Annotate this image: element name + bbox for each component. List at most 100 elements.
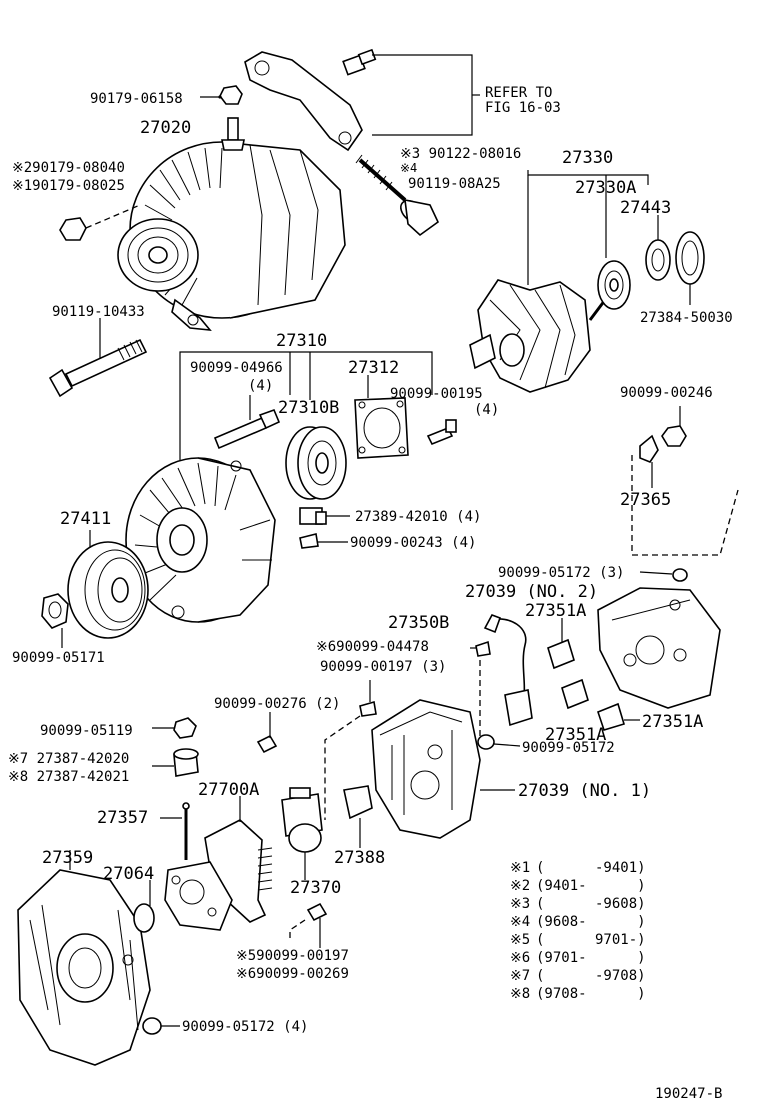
nut-90099-05119 bbox=[152, 717, 197, 739]
rectifier-27064 bbox=[164, 861, 233, 931]
legend-range-5: ( 9701-) bbox=[536, 932, 646, 948]
label-27351a-2: 27351A bbox=[545, 725, 606, 745]
legend-mark-2: ※2 bbox=[510, 878, 530, 894]
figure-id: 190247-B bbox=[655, 1086, 722, 1102]
terminal-27357 bbox=[160, 802, 190, 860]
screw-90099-04478 bbox=[470, 640, 491, 657]
legend-range-2: (9401- ) bbox=[536, 878, 646, 894]
bolt-top bbox=[342, 48, 377, 76]
plate-27312 bbox=[354, 375, 409, 459]
bearing-27330a bbox=[597, 260, 631, 310]
legend-mark-5: ※5 bbox=[510, 932, 530, 948]
label-27330: 27330 bbox=[562, 148, 613, 168]
label-90179-08040: ※290179-08040 bbox=[12, 160, 125, 176]
nut-90099-05172 bbox=[477, 734, 521, 750]
nut-90099-05172-3 bbox=[639, 568, 688, 582]
legend-range-4: (9608- ) bbox=[536, 914, 646, 930]
bush-27351a-1 bbox=[547, 618, 575, 670]
label-27389-42010: 27389-42010 (4) bbox=[355, 509, 481, 525]
label-90099-00195: 90099-00195 bbox=[390, 386, 483, 402]
connector-27370 bbox=[281, 787, 323, 880]
screw-90099-00197-00269 bbox=[289, 902, 328, 948]
label-90099-05172-3: 90099-05172 (3) bbox=[498, 565, 624, 581]
label-90099-00269: ※690099-00269 bbox=[236, 966, 349, 982]
bush-27351a-3 bbox=[597, 702, 640, 731]
clip-27388 bbox=[343, 785, 373, 848]
label-90099-05172: 90099-05172 bbox=[522, 740, 615, 756]
label-27370: 27370 bbox=[290, 878, 341, 898]
label-27039-no1: 27039 (NO. 1) bbox=[518, 781, 651, 801]
nut-90099-00246 bbox=[661, 406, 687, 447]
insulator-27365 bbox=[639, 434, 659, 488]
bolt-90119-10433 bbox=[48, 318, 148, 398]
label-90099-05171: 90099-05171 bbox=[12, 650, 105, 666]
rear-frame-27039-no1 bbox=[371, 699, 515, 839]
label-27064: 27064 bbox=[103, 864, 154, 884]
nut-left bbox=[59, 204, 141, 241]
pulley-27411 bbox=[67, 530, 149, 639]
bolt-90099-04966 bbox=[213, 395, 281, 450]
label-refer-to: REFER TO bbox=[485, 85, 552, 101]
label-27387-42020: ※7 27387-42020 bbox=[8, 751, 129, 767]
label-90119-08a25: 90119-08A25 bbox=[408, 176, 501, 192]
drive-frame-27310 bbox=[125, 351, 433, 623]
nut-90099-05171 bbox=[41, 593, 69, 648]
label-90099-00197-3: 90099-00197 (3) bbox=[320, 659, 446, 675]
label-90179-08025: ※190179-08025 bbox=[12, 178, 125, 194]
label-27351a-1: 27351A bbox=[525, 601, 586, 621]
label-27312: 27312 bbox=[348, 358, 399, 378]
bush-27351a-2 bbox=[561, 678, 589, 710]
label-qty-4a: (4) bbox=[248, 378, 273, 394]
end-frame-27359 bbox=[17, 850, 151, 1066]
screw-90099-00197 bbox=[359, 680, 377, 717]
label-90099-00243: 90099-00243 (4) bbox=[350, 535, 476, 551]
cover-27443 bbox=[645, 215, 671, 281]
label-27310b: 27310B bbox=[278, 398, 339, 418]
applicability-legend: ※1 ( -9401) ※2 (9401- ) ※3 ( -9608) ※4 (… bbox=[510, 860, 646, 1002]
label-27443: 27443 bbox=[620, 198, 671, 218]
screw-90099-00195 bbox=[426, 419, 457, 446]
legend-mark-1: ※1 bbox=[510, 860, 530, 876]
rotor-27330 bbox=[469, 170, 649, 393]
legend-range-6: (9701- ) bbox=[536, 950, 646, 966]
legend-range-1: ( -9401) bbox=[536, 860, 646, 876]
label-27357: 27357 bbox=[97, 808, 148, 828]
label-27020: 27020 bbox=[140, 118, 191, 138]
nut-90179-06158 bbox=[200, 85, 243, 105]
label-90099-05172-4: 90099-05172 (4) bbox=[182, 1019, 308, 1035]
label-90179-06158: 90179-06158 bbox=[90, 91, 183, 107]
bearing-27310b bbox=[285, 426, 347, 500]
bolt-90119-08a25 bbox=[355, 154, 440, 237]
label-90099-04966: 90099-04966 bbox=[190, 360, 283, 376]
legend-mark-4: ※4 bbox=[510, 914, 530, 930]
legend-mark-6: ※6 bbox=[510, 950, 530, 966]
label-27387-42021: ※8 27387-42021 bbox=[8, 769, 129, 785]
label-27388: 27388 bbox=[334, 848, 385, 868]
terminal-27389 bbox=[299, 507, 350, 525]
label-90099-05119: 90099-05119 bbox=[40, 723, 133, 739]
legend-mark-8: ※8 bbox=[510, 986, 530, 1002]
label-fig-16-03: FIG 16-03 bbox=[485, 100, 561, 116]
legend-range-8: (9708- ) bbox=[536, 986, 646, 1002]
legend-mark-7: ※7 bbox=[510, 968, 530, 984]
legend-mark-3: ※3 bbox=[510, 896, 530, 912]
gasket-27064-ring bbox=[133, 880, 155, 933]
label-90119-10433: 90119-10433 bbox=[52, 304, 145, 320]
label-27350b: 27350B bbox=[388, 613, 449, 633]
screw-90099-00243 bbox=[299, 533, 348, 549]
label-27310: 27310 bbox=[276, 331, 327, 351]
label-90099-00197: ※590099-00197 bbox=[236, 948, 349, 964]
label-27700a: 27700A bbox=[198, 780, 259, 800]
label-27411: 27411 bbox=[60, 509, 111, 529]
label-qty-4b: (4) bbox=[474, 402, 499, 418]
legend-range-3: ( -9608) bbox=[536, 896, 646, 912]
alternator-assembly-27020 bbox=[117, 51, 363, 331]
nut-90099-05172-4 bbox=[142, 1017, 180, 1035]
cap-27387 bbox=[152, 748, 199, 777]
label-27359: 27359 bbox=[42, 848, 93, 868]
legend-range-7: ( -9708) bbox=[536, 968, 646, 984]
wire-27350b bbox=[483, 614, 533, 727]
label-90099-04478: ※690099-04478 bbox=[316, 639, 429, 655]
label-90099-00246: 90099-00246 bbox=[620, 385, 713, 401]
label-27384-50030: 27384-50030 bbox=[640, 310, 733, 326]
